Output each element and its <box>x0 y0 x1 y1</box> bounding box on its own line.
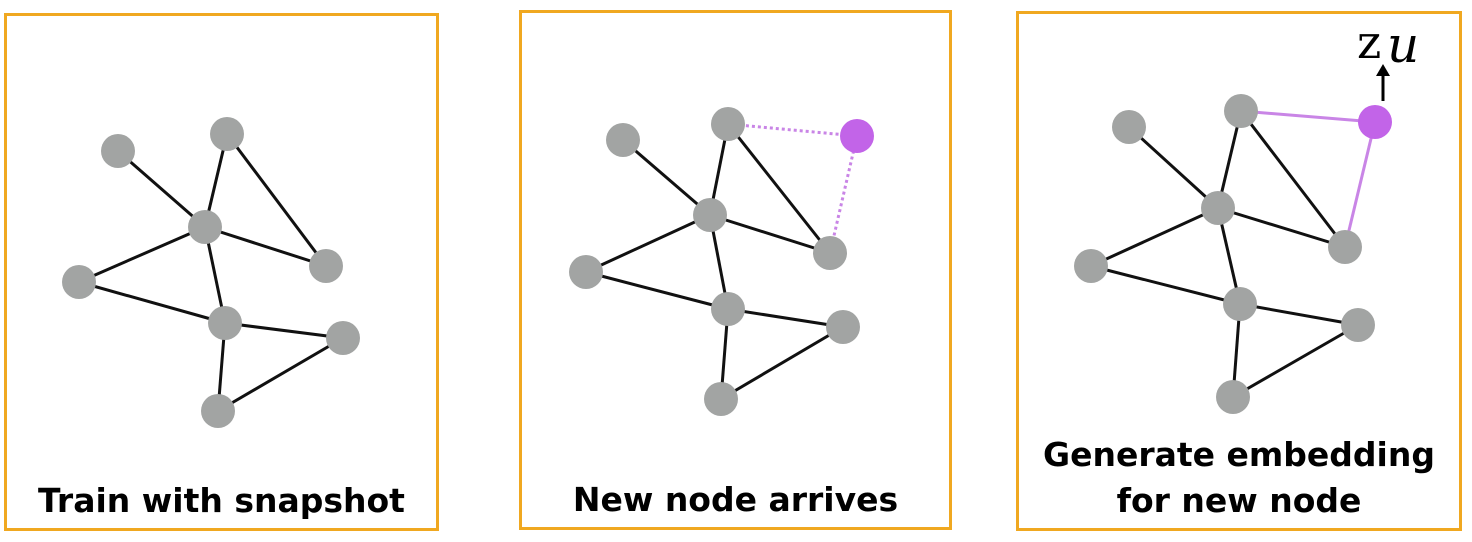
caption-line: New node arrives <box>572 480 899 519</box>
node-a <box>101 134 135 168</box>
panel-caption: Generate embedding for new node <box>1019 432 1459 524</box>
node-g <box>326 321 360 355</box>
node-g <box>1341 308 1375 342</box>
embedding-label: z <box>1357 15 1381 69</box>
new-node-edge <box>727 122 858 138</box>
node-b <box>210 117 244 151</box>
graph-edge <box>1239 302 1359 327</box>
node-d <box>813 236 847 270</box>
node-f <box>1223 287 1257 321</box>
node-h <box>704 382 738 416</box>
node-e <box>569 255 603 289</box>
graph-edge <box>727 307 844 329</box>
graph-edge <box>217 336 344 413</box>
node-d <box>1328 230 1362 264</box>
embedding-arrow-head <box>1376 64 1390 76</box>
node-f <box>711 292 745 326</box>
graph-edge <box>1239 110 1347 248</box>
caption-line: for new node <box>1116 481 1362 520</box>
graph-edge <box>1232 323 1359 399</box>
graph-edge <box>1217 206 1346 249</box>
graph-embedding: z u <box>1074 15 1419 414</box>
node-b <box>1224 94 1258 128</box>
node-a <box>1112 110 1146 144</box>
node-d <box>309 249 343 283</box>
panel-train-with-snapshot: Train with snapshot <box>4 13 439 531</box>
graph-edge <box>709 213 831 255</box>
graph-nodes <box>62 117 360 428</box>
new-node <box>840 119 874 153</box>
graph-edge <box>117 149 206 229</box>
graph-edge <box>78 225 206 284</box>
graph-edges <box>78 133 344 413</box>
node-a <box>606 123 640 157</box>
new-node-edge <box>1343 121 1377 248</box>
node-g <box>826 310 860 344</box>
caption-line: Generate embedding <box>1043 435 1435 474</box>
graph-nodes <box>569 107 874 416</box>
node-f <box>208 306 242 340</box>
graph-edge <box>1090 206 1219 268</box>
node-e <box>62 265 96 299</box>
new-node <box>1358 105 1392 139</box>
graph-edge <box>622 138 711 217</box>
graph-snapshot <box>62 117 360 428</box>
panel-new-node-arrives: New node arrives <box>519 10 952 530</box>
node-c <box>693 198 727 232</box>
graph-edge <box>585 270 729 311</box>
embedding-subscript: u <box>1387 16 1419 74</box>
graph-with-new-node <box>569 107 874 416</box>
graph-edge <box>585 213 711 274</box>
new-node-edge <box>1240 109 1376 124</box>
panel-generate-embedding: z u Generate embedding for new node <box>1016 11 1462 531</box>
graph-edge <box>1127 125 1220 210</box>
graph-edge <box>204 225 327 268</box>
graph-edge <box>225 133 328 267</box>
graph-edge <box>1090 264 1241 306</box>
node-h <box>1216 380 1250 414</box>
node-b <box>711 107 745 141</box>
graph-nodes <box>1074 94 1392 414</box>
panel-caption: Train with snapshot <box>7 478 436 524</box>
panel-caption: New node arrives <box>522 477 949 523</box>
graph-edge <box>78 280 226 325</box>
node-c <box>188 210 222 244</box>
node-c <box>1201 191 1235 225</box>
node-h <box>201 394 235 428</box>
graph-edge <box>720 325 844 401</box>
caption-line: Train with snapshot <box>38 481 405 520</box>
new-node-edge <box>828 135 859 254</box>
node-e <box>1074 249 1108 283</box>
embedding-annotation: z u <box>1357 15 1419 101</box>
graph-edge <box>224 321 344 340</box>
graph-edge <box>726 123 832 254</box>
